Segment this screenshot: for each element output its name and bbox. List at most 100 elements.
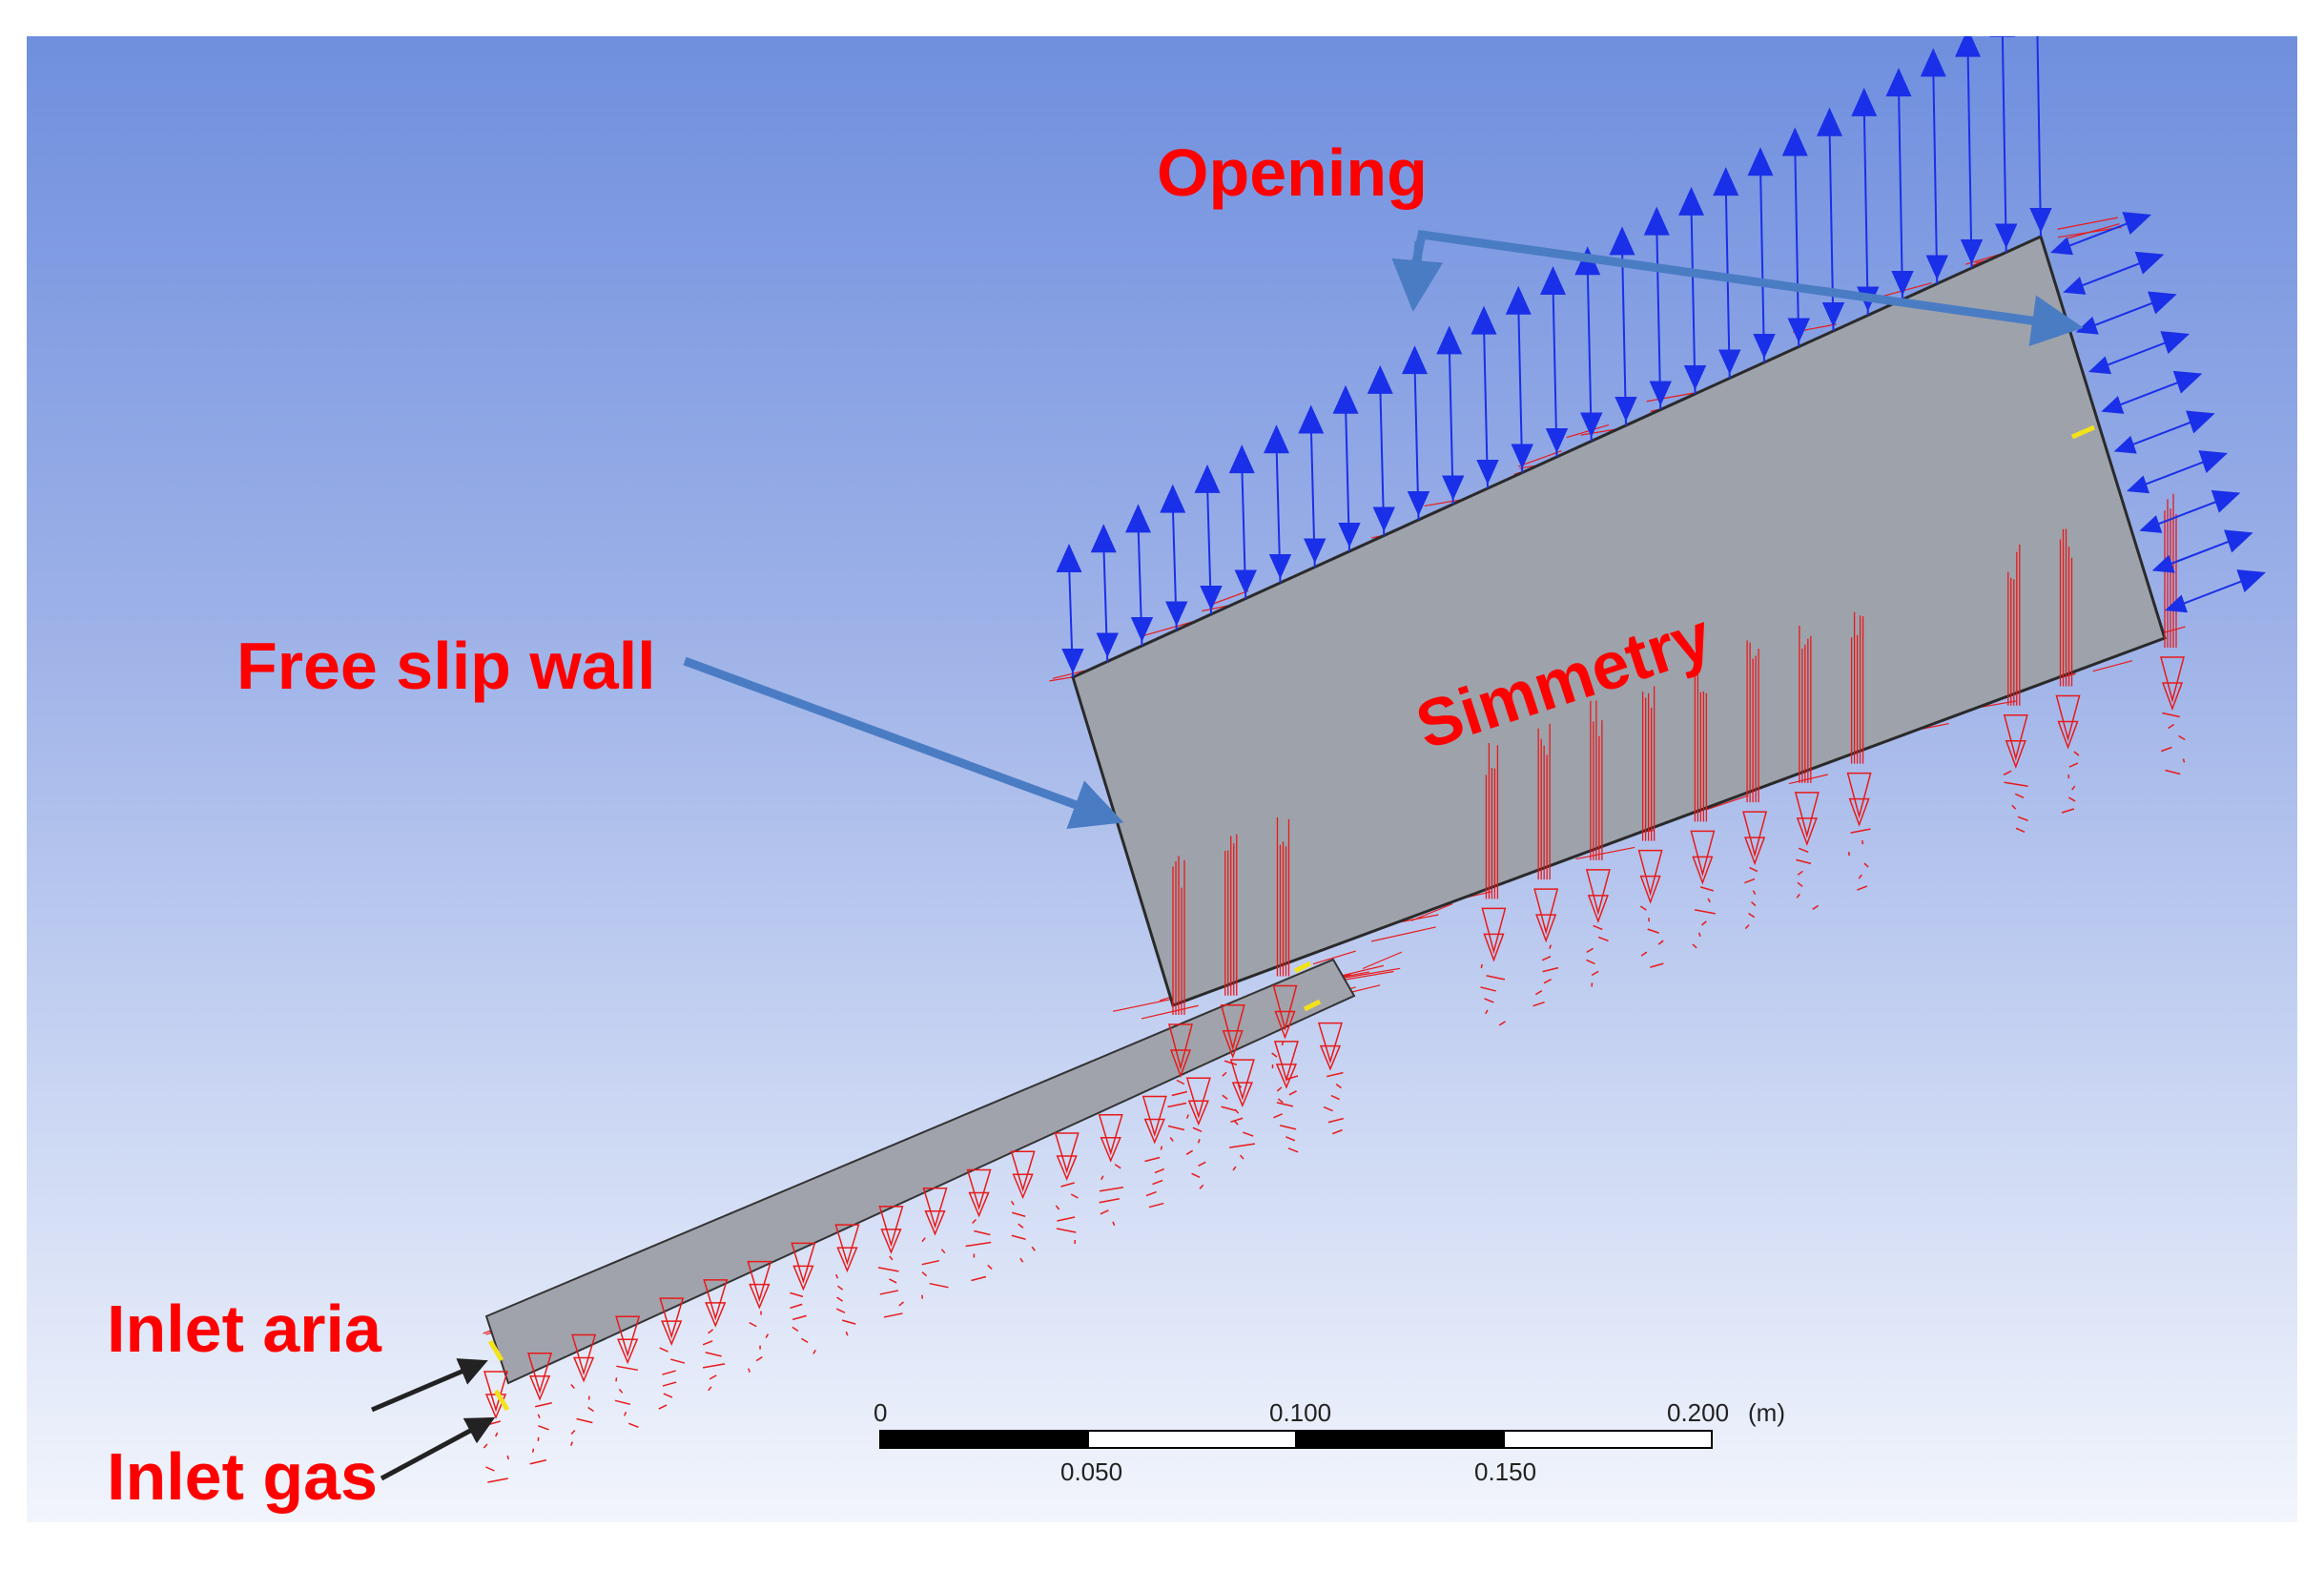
opening-arrow-shaft xyxy=(1656,225,1662,410)
symmetry-marker-dash xyxy=(1586,959,1595,965)
symmetry-marker-dash xyxy=(1167,1125,1185,1131)
opening-arrow-shaft xyxy=(1966,47,1973,269)
opening-arrow-head-up xyxy=(1367,364,1393,394)
opening-arrow-head-down xyxy=(1304,538,1327,564)
symmetry-marker-dash xyxy=(1233,1120,1239,1126)
symmetry-marker-dash xyxy=(801,1337,809,1344)
inlet-markers xyxy=(487,424,2095,1412)
opening-arrow-head-down xyxy=(1511,444,1533,469)
symmetry-marker xyxy=(1639,875,1661,904)
symmetry-marker-dash xyxy=(1154,1167,1165,1174)
opening-arrow-head-down xyxy=(1891,271,1914,296)
opening-arrow-head-up xyxy=(1194,464,1221,493)
opening-arrow-shaft xyxy=(1621,245,1627,426)
symmetry-marker-dash xyxy=(1152,1179,1163,1186)
symmetry-marker-dash xyxy=(1863,862,1869,868)
symmetry-marker-dash xyxy=(1185,1114,1189,1119)
symmetry-marker-dash xyxy=(1228,1143,1256,1148)
symmetry-marker-dash xyxy=(790,1303,803,1310)
symmetry-marker-dash xyxy=(1012,1211,1026,1217)
symmetry-marker-dash xyxy=(702,1363,726,1369)
symmetry-marker-dash xyxy=(792,1326,799,1333)
symmetry-marker-dash xyxy=(1549,944,1553,949)
symmetry-marker-dash xyxy=(1224,1060,1238,1065)
symmetry-marker xyxy=(571,1333,597,1376)
symmetry-marker-dash xyxy=(1692,943,1697,949)
symmetry-marker-dash xyxy=(1542,966,1559,973)
symmetry-marker-dash xyxy=(2071,785,2076,791)
cfd-viewport: Opening Free slip wall Simmetry Inlet ar… xyxy=(27,36,2297,1522)
opening-arrow-head-out xyxy=(2122,212,2151,235)
symmetry-marker xyxy=(2003,714,2028,761)
symmetry-marker xyxy=(2005,740,2026,769)
opening-arrow-head-down xyxy=(1096,632,1119,658)
symmetry-marker xyxy=(1692,856,1714,885)
symmetry-marker-dash xyxy=(1650,962,1664,968)
symmetry-marker-dash xyxy=(531,1448,535,1453)
symmetry-marker xyxy=(703,1279,729,1321)
symmetry-marker-dash xyxy=(708,1329,714,1334)
opening-arrow-head-up xyxy=(1885,68,1912,97)
opening-arrow-head-in xyxy=(2101,396,2125,414)
symmetry-marker-dash xyxy=(1239,1154,1244,1160)
symmetry-marker-dash xyxy=(1288,1090,1297,1096)
symmetry-marker-dash xyxy=(614,1399,631,1406)
opening-arrow-head-down xyxy=(1787,318,1810,343)
symmetry-marker-dash xyxy=(1176,1079,1185,1085)
symmetry-marker xyxy=(527,1353,553,1395)
opening-arrow-head-up xyxy=(1160,484,1186,513)
symmetry-marker-dash xyxy=(570,1441,574,1446)
symmetry-marker-dash xyxy=(1276,1102,1294,1107)
wall-marker-stroke xyxy=(1141,1004,1199,1020)
opening-arrow-shaft xyxy=(1690,205,1697,395)
opening-arrow-head-down xyxy=(1200,586,1223,610)
opening-arrow-shaft xyxy=(1862,106,1869,316)
symmetry-marker xyxy=(661,1320,683,1347)
opening-arrow-head-down xyxy=(1925,255,1948,280)
symmetry-marker xyxy=(1185,1077,1211,1119)
symmetry-marker xyxy=(834,1224,860,1266)
symmetry-marker-dash xyxy=(708,1386,712,1392)
symmetry-marker-dash xyxy=(1185,1149,1194,1155)
opening-arrow-head-up xyxy=(1817,107,1842,136)
opening-arrow-head-up xyxy=(1955,36,1981,57)
symmetry-marker xyxy=(1483,933,1505,962)
symmetry-marker-dash xyxy=(965,1241,992,1248)
opening-arrow-head-out xyxy=(2172,370,2203,394)
symmetry-marker-dash xyxy=(1847,851,1850,857)
opening-arrow-head-down xyxy=(1649,381,1672,406)
opening-arrow-shaft xyxy=(1724,186,1731,379)
symmetry-marker-dash xyxy=(662,1370,676,1375)
symmetry-marker-dash xyxy=(483,1443,488,1449)
opening-arrow-head-down xyxy=(1130,617,1154,642)
symmetry-marker-dash xyxy=(845,1331,849,1336)
symmetry-marker-dash xyxy=(836,1296,844,1302)
symmetry-marker-dash xyxy=(1748,912,1756,919)
symmetry-marker-dash xyxy=(1796,858,1812,865)
symmetry-marker-dash xyxy=(534,1402,552,1408)
symmetry-marker-dash xyxy=(1198,1161,1206,1167)
symmetry-marker-dash xyxy=(1031,1246,1036,1251)
symmetry-marker-dash xyxy=(1144,1156,1161,1163)
opening-arrow-head-up xyxy=(1228,444,1255,474)
symmetry-marker-dash xyxy=(1694,909,1716,915)
opening-arrow-head-up xyxy=(1505,285,1532,315)
symmetry-marker xyxy=(1010,1150,1036,1192)
symmetry-marker xyxy=(1848,797,1870,827)
symmetry-marker-dash xyxy=(1647,928,1659,934)
wall-marker-stroke xyxy=(1518,450,1562,467)
wall-marker-stroke xyxy=(1343,967,1401,979)
symmetry-marker-dash xyxy=(835,1273,839,1279)
symmetry-marker xyxy=(1690,830,1716,878)
opening-arrow-head-up xyxy=(1989,36,2016,37)
symmetry-marker-dash xyxy=(709,1374,717,1380)
opening-arrow-head-out xyxy=(2198,450,2228,473)
inlet-duct xyxy=(484,958,1356,1385)
symmetry-marker-dash xyxy=(877,1267,899,1272)
opening-arrow-head-down xyxy=(1442,475,1465,501)
symmetry-marker xyxy=(1098,1114,1123,1156)
symmetry-marker-dash xyxy=(1699,886,1714,892)
symmetry-marker-dash xyxy=(1751,901,1757,907)
symmetry-marker-dash xyxy=(487,1477,508,1483)
symmetry-marker-dash xyxy=(1796,893,1800,899)
